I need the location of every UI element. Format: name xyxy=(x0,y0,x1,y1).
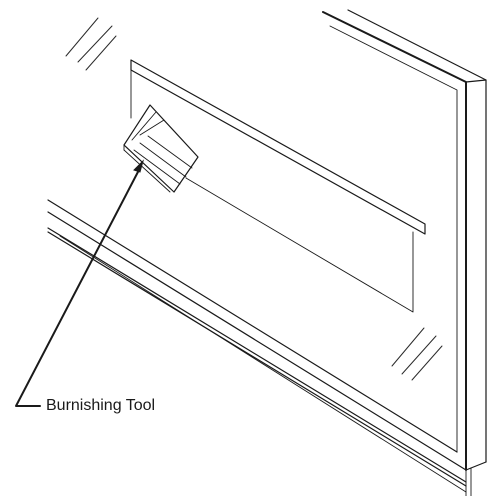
callout-label: Burnishing Tool xyxy=(46,397,156,414)
tool-edge-mid xyxy=(139,142,187,178)
callout-leader xyxy=(15,159,144,407)
burnishing-tool xyxy=(123,104,199,193)
glare-line xyxy=(77,25,113,63)
glare-line xyxy=(65,17,99,57)
film-panel xyxy=(130,59,426,313)
leader-line xyxy=(15,167,141,407)
frame-top-corner xyxy=(465,79,487,83)
window-sill xyxy=(47,199,467,493)
tool-ridge-2 xyxy=(139,119,165,136)
tool-bottom-edge xyxy=(123,149,171,193)
glare-line xyxy=(85,35,117,71)
leader-arrowhead xyxy=(133,159,144,173)
tool-edge-top xyxy=(133,149,181,185)
sill-line-2 xyxy=(47,211,467,471)
tool-ridge-1 xyxy=(131,111,157,141)
frame-outer-edge xyxy=(322,11,467,471)
sill-line-5 xyxy=(59,235,467,493)
tool-edge-low xyxy=(147,135,193,169)
glare-line xyxy=(391,327,425,367)
sill-line-4 xyxy=(47,231,467,487)
glare-line xyxy=(401,335,437,375)
sill-line-1 xyxy=(47,199,458,453)
glass-right-edge xyxy=(329,25,458,453)
glass-glare-bottom-right xyxy=(391,327,443,381)
film-lower-edge xyxy=(185,177,414,313)
film-top-rail xyxy=(130,59,426,235)
tool-body xyxy=(123,104,199,193)
window-frame xyxy=(322,9,487,496)
sill-line-3 xyxy=(47,227,467,483)
glass-glare-top-left xyxy=(65,17,117,71)
glare-line xyxy=(411,345,443,381)
frame-bottom-corner xyxy=(465,461,487,471)
